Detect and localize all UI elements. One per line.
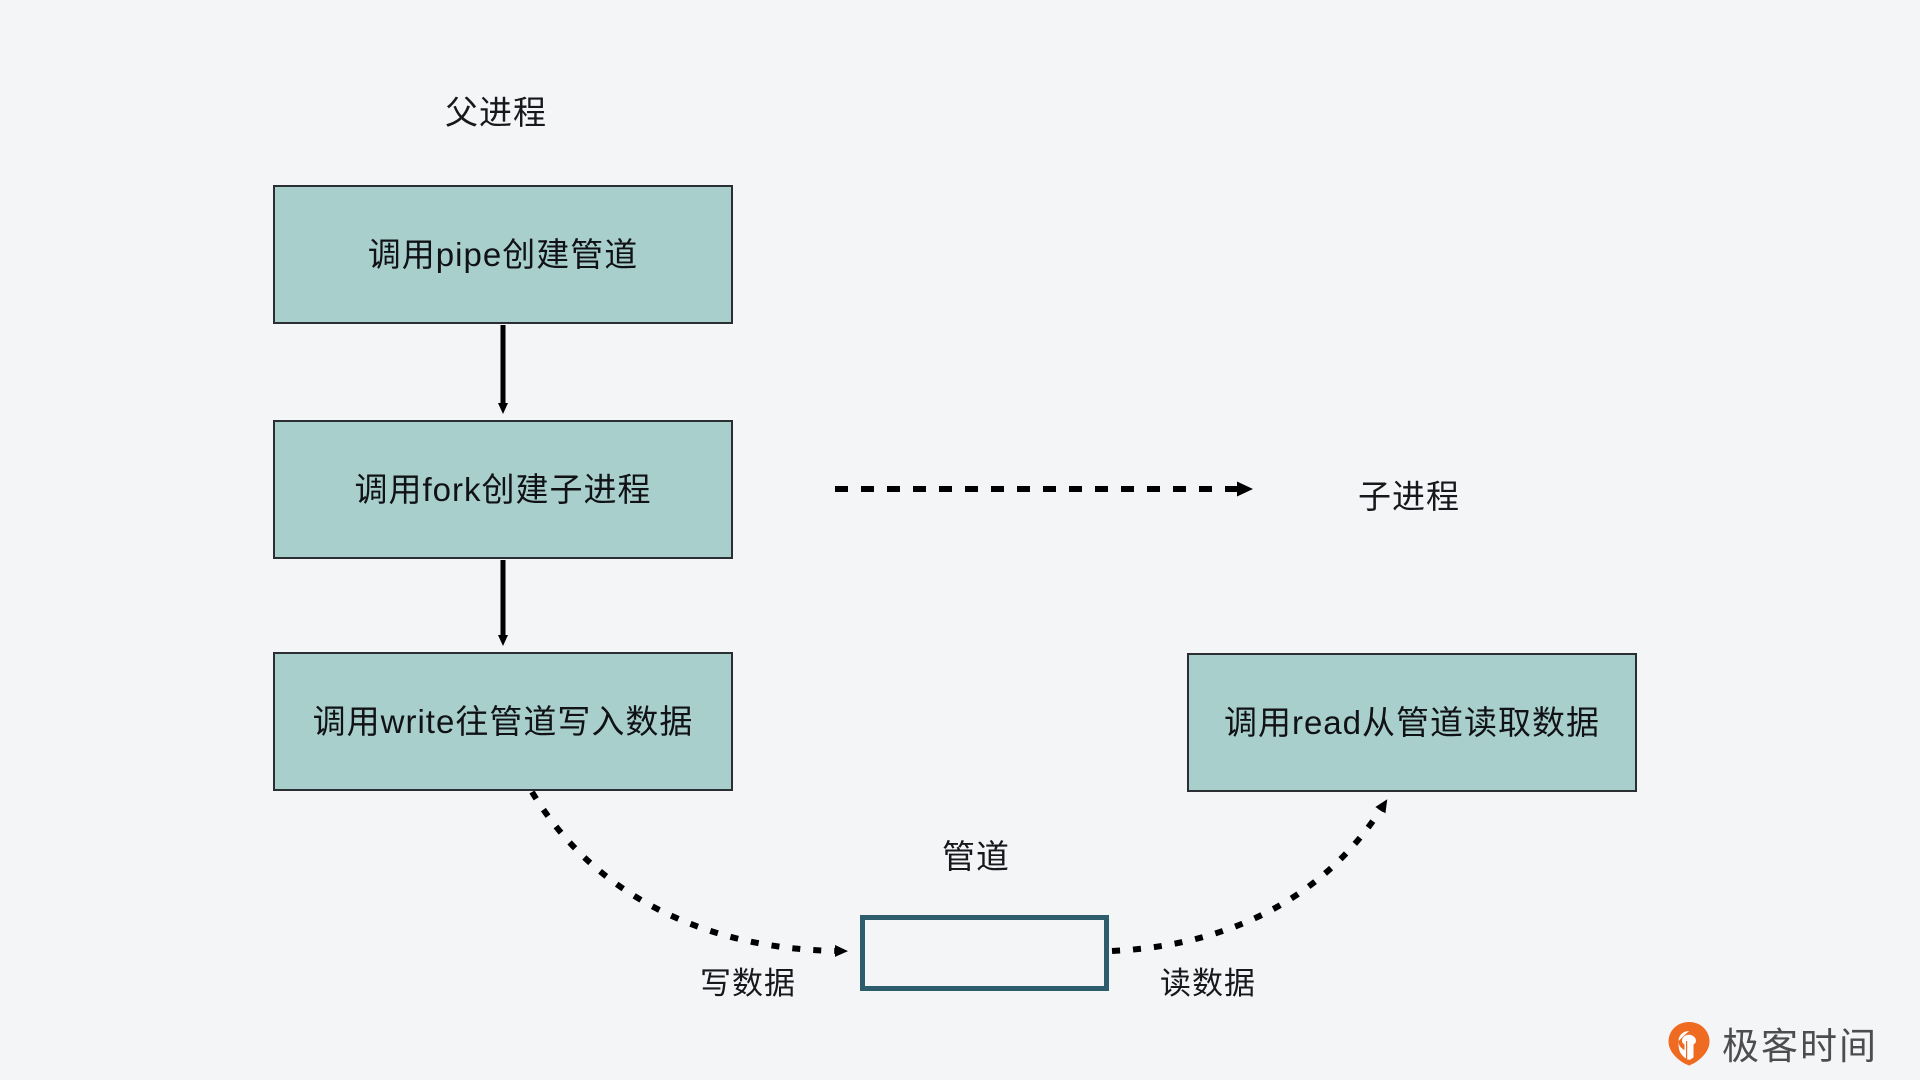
node-fork-create[interactable]: 调用fork创建子进程 bbox=[273, 420, 733, 559]
edge-write-to-pipe bbox=[529, 790, 848, 957]
watermark: 极客时间 bbox=[1666, 1016, 1878, 1070]
edge-pipe-to-read bbox=[1111, 799, 1388, 954]
node-write-data-label: 调用write往管道写入数据 bbox=[312, 702, 694, 740]
edge-label-write-data: 写数据 bbox=[700, 966, 796, 1001]
node-write-data[interactable]: 调用write往管道写入数据 bbox=[273, 652, 733, 791]
node-pipe-create-label: 调用pipe创建管道 bbox=[367, 235, 639, 273]
node-pipe-buffer[interactable] bbox=[860, 915, 1109, 991]
node-fork-create-label: 调用fork创建子进程 bbox=[354, 470, 652, 508]
node-read-data[interactable]: 调用read从管道读取数据 bbox=[1187, 653, 1637, 792]
edge-label-read-data: 读数据 bbox=[1160, 966, 1256, 1001]
label-parent-process: 父进程 bbox=[445, 94, 547, 131]
label-pipe: 管道 bbox=[942, 838, 1010, 875]
watermark-brand: 极客时间 bbox=[1722, 1026, 1878, 1067]
node-pipe-create[interactable]: 调用pipe创建管道 bbox=[273, 185, 733, 324]
geektime-logo-icon bbox=[1666, 1020, 1712, 1066]
label-child-process: 子进程 bbox=[1358, 478, 1460, 515]
node-read-data-label: 调用read从管道读取数据 bbox=[1223, 703, 1601, 741]
